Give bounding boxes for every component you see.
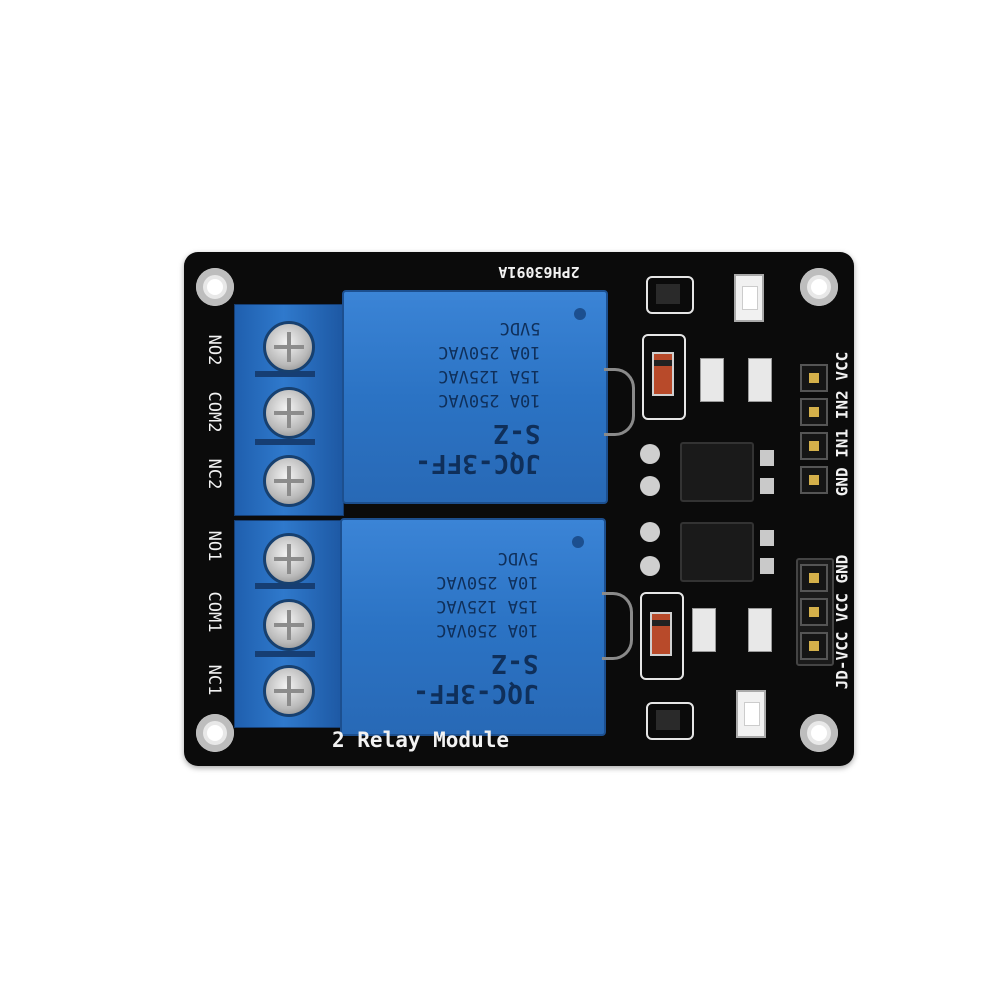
- pin-in2[interactable]: [800, 398, 828, 426]
- relay-2-label: JQC-3FF-S-Z 10A 250VAC 15A 125VAC 10A 25…: [410, 316, 541, 478]
- terminal-divider: [255, 439, 315, 445]
- relay-pin1-mark: [574, 308, 586, 320]
- board-code: 2PH63091A: [498, 263, 580, 281]
- label-no1: NO1: [204, 530, 224, 562]
- diode-outline: [642, 334, 686, 420]
- power-led: [734, 274, 764, 322]
- relay-rating: 15A 125VAC: [436, 596, 539, 616]
- relay-1: JQC-3FF-S-Z 10A 250VAC 15A 125VAC 10A 25…: [340, 518, 606, 736]
- diode-2: [650, 612, 672, 656]
- screw-com1[interactable]: [263, 599, 315, 651]
- relay-model: JQC-3FF-S-Z: [415, 418, 541, 478]
- pin-jd-vcc[interactable]: [800, 632, 828, 660]
- label-nc1: NC1: [204, 664, 224, 696]
- relay-rating: 10A 250VAC: [436, 572, 539, 592]
- screw-nc1[interactable]: [263, 665, 315, 717]
- relay-coil-voltage: 5VDC: [499, 318, 541, 338]
- opto-pad: [640, 556, 660, 576]
- pin-vcc[interactable]: [800, 364, 828, 392]
- terminal-divider: [255, 651, 315, 657]
- relay-2-clip: [604, 368, 635, 436]
- opto-pin: [760, 450, 774, 466]
- mounting-hole-top-left: [196, 268, 234, 306]
- relay-rating: 15A 125VAC: [438, 366, 541, 386]
- status-led: [736, 690, 766, 738]
- mounting-hole-top-right: [800, 268, 838, 306]
- label-no2: NO2: [204, 334, 224, 366]
- screw-no1[interactable]: [263, 533, 315, 585]
- mounting-hole-bottom-right: [800, 714, 838, 752]
- opto-pad: [640, 476, 660, 496]
- resistor-r2: [748, 358, 772, 402]
- terminal-divider: [255, 371, 315, 377]
- transistor-outline: [646, 702, 694, 740]
- relay-rating: 10A 250VAC: [438, 390, 541, 410]
- opto-pin: [760, 530, 774, 546]
- relay-model: JQC-3FF-S-Z: [413, 648, 539, 708]
- input-pins-label: GND IN1 IN2 VCC: [832, 351, 852, 497]
- opto-pin: [760, 478, 774, 494]
- label-com2: COM2: [204, 391, 224, 433]
- relay-1-clip: [602, 592, 633, 660]
- relay-2: JQC-3FF-S-Z 10A 250VAC 15A 125VAC 10A 25…: [342, 290, 608, 504]
- label-nc2: NC2: [204, 458, 224, 490]
- pin-gnd[interactable]: [800, 466, 828, 494]
- optocoupler-2: [680, 522, 754, 582]
- pin-power-vcc[interactable]: [800, 598, 828, 626]
- relay-pin1-mark: [572, 536, 584, 548]
- transistor: [656, 284, 680, 304]
- pin-in1[interactable]: [800, 432, 828, 460]
- screw-com2[interactable]: [263, 387, 315, 439]
- resistor-r4: [748, 608, 772, 652]
- relay-1-label: JQC-3FF-S-Z 10A 250VAC 15A 125VAC 10A 25…: [408, 546, 539, 708]
- opto-pin: [760, 558, 774, 574]
- resistor-r3: [692, 608, 716, 652]
- transistor: [656, 710, 680, 730]
- screw-nc2[interactable]: [263, 455, 315, 507]
- resistor-r1: [700, 358, 724, 402]
- mounting-hole-bottom-left: [196, 714, 234, 752]
- terminal-divider: [255, 583, 315, 589]
- transistor-outline: [646, 276, 694, 314]
- relay-rating: 10A 250VAC: [438, 342, 541, 362]
- diode-outline: [640, 592, 684, 680]
- label-com1: COM1: [204, 591, 224, 633]
- relay-coil-voltage: 5VDC: [497, 548, 539, 568]
- pin-power-gnd[interactable]: [800, 564, 828, 592]
- diode-1: [652, 352, 674, 396]
- opto-pad: [640, 522, 660, 542]
- board-title: 2 Relay Module: [332, 728, 510, 752]
- relay-rating: 10A 250VAC: [436, 620, 539, 640]
- terminal-block-relay1: [234, 520, 344, 728]
- relay-board: 2PH63091A NO2 COM2 NC2 NO1 COM1 NC1 JQC-…: [184, 252, 854, 766]
- screw-no2[interactable]: [263, 321, 315, 373]
- opto-pad: [640, 444, 660, 464]
- terminal-block-relay2: [234, 304, 344, 516]
- optocoupler-1: [680, 442, 754, 502]
- power-pins-label: JD-VCC VCC GND: [832, 554, 852, 690]
